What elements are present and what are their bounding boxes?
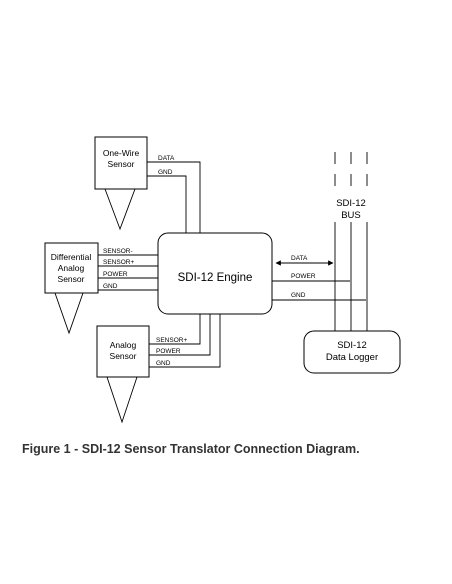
differential-power-pin: POWER [103,271,128,278]
one-wire-sensor-label-2: Sensor [108,159,135,169]
bus-label-1: SDI-12 [336,198,366,209]
one-wire-sensor-label-1: One-Wire [103,148,140,158]
differential-sensor-plus-pin: SENSOR+ [103,259,134,266]
differential-sensor-minus-pin: SENSOR- [103,248,133,255]
analog-sensor-box [96,325,150,378]
bus-power-label: POWER [291,273,316,280]
one-wire-sensor-probe [104,188,136,231]
analog-gnd-wire [149,314,221,368]
differential-sensor-label-2: Analog [58,263,85,273]
analog-sensor-plus-wire [149,314,201,345]
analog-gnd-pin: GND [156,360,171,367]
analog-sensor-probe [106,376,138,424]
analog-power-wire [149,314,211,356]
differential-sensor-label-1: Differential [51,252,92,262]
data-logger-label-1: SDI-12 [337,340,367,351]
one-wire-sensor: One-Wire Sensor [94,136,148,231]
data-logger-label-2: Data Logger [326,352,378,363]
differential-gnd-pin: GND [103,283,118,290]
bus-label-2: BUS [341,210,361,221]
differential-analog-sensor: Differential Analog Sensor [44,242,99,335]
sdi12-bus: SDI-12 BUS [334,152,368,331]
analog-power-pin: POWER [156,348,181,355]
one-wire-data-wire [147,161,201,233]
differential-sensor-box [44,242,99,294]
one-wire-gnd-pin: GND [158,169,173,176]
data-logger-box [303,330,401,374]
analog-sensor: Analog Sensor [96,325,150,424]
one-wire-data-pin: DATA [158,155,175,162]
one-wire-sensor-box [94,136,148,190]
analog-sensor-label-2: Sensor [110,351,137,361]
differential-sensor-label-3: Sensor [58,274,85,284]
sdi12-engine-box [157,232,273,315]
bus-gnd-label: GND [291,292,306,299]
analog-sensor-label-1: Analog [110,340,137,350]
bus-data-label: DATA [291,255,308,262]
one-wire-gnd-wire [147,175,187,233]
figure-caption: Figure 1 - SDI-12 Sensor Translator Conn… [22,442,360,456]
sdi12-engine-label: SDI-12 Engine [178,272,253,284]
differential-sensor-probe [54,292,84,335]
analog-sensor-plus-pin: SENSOR+ [156,337,187,344]
